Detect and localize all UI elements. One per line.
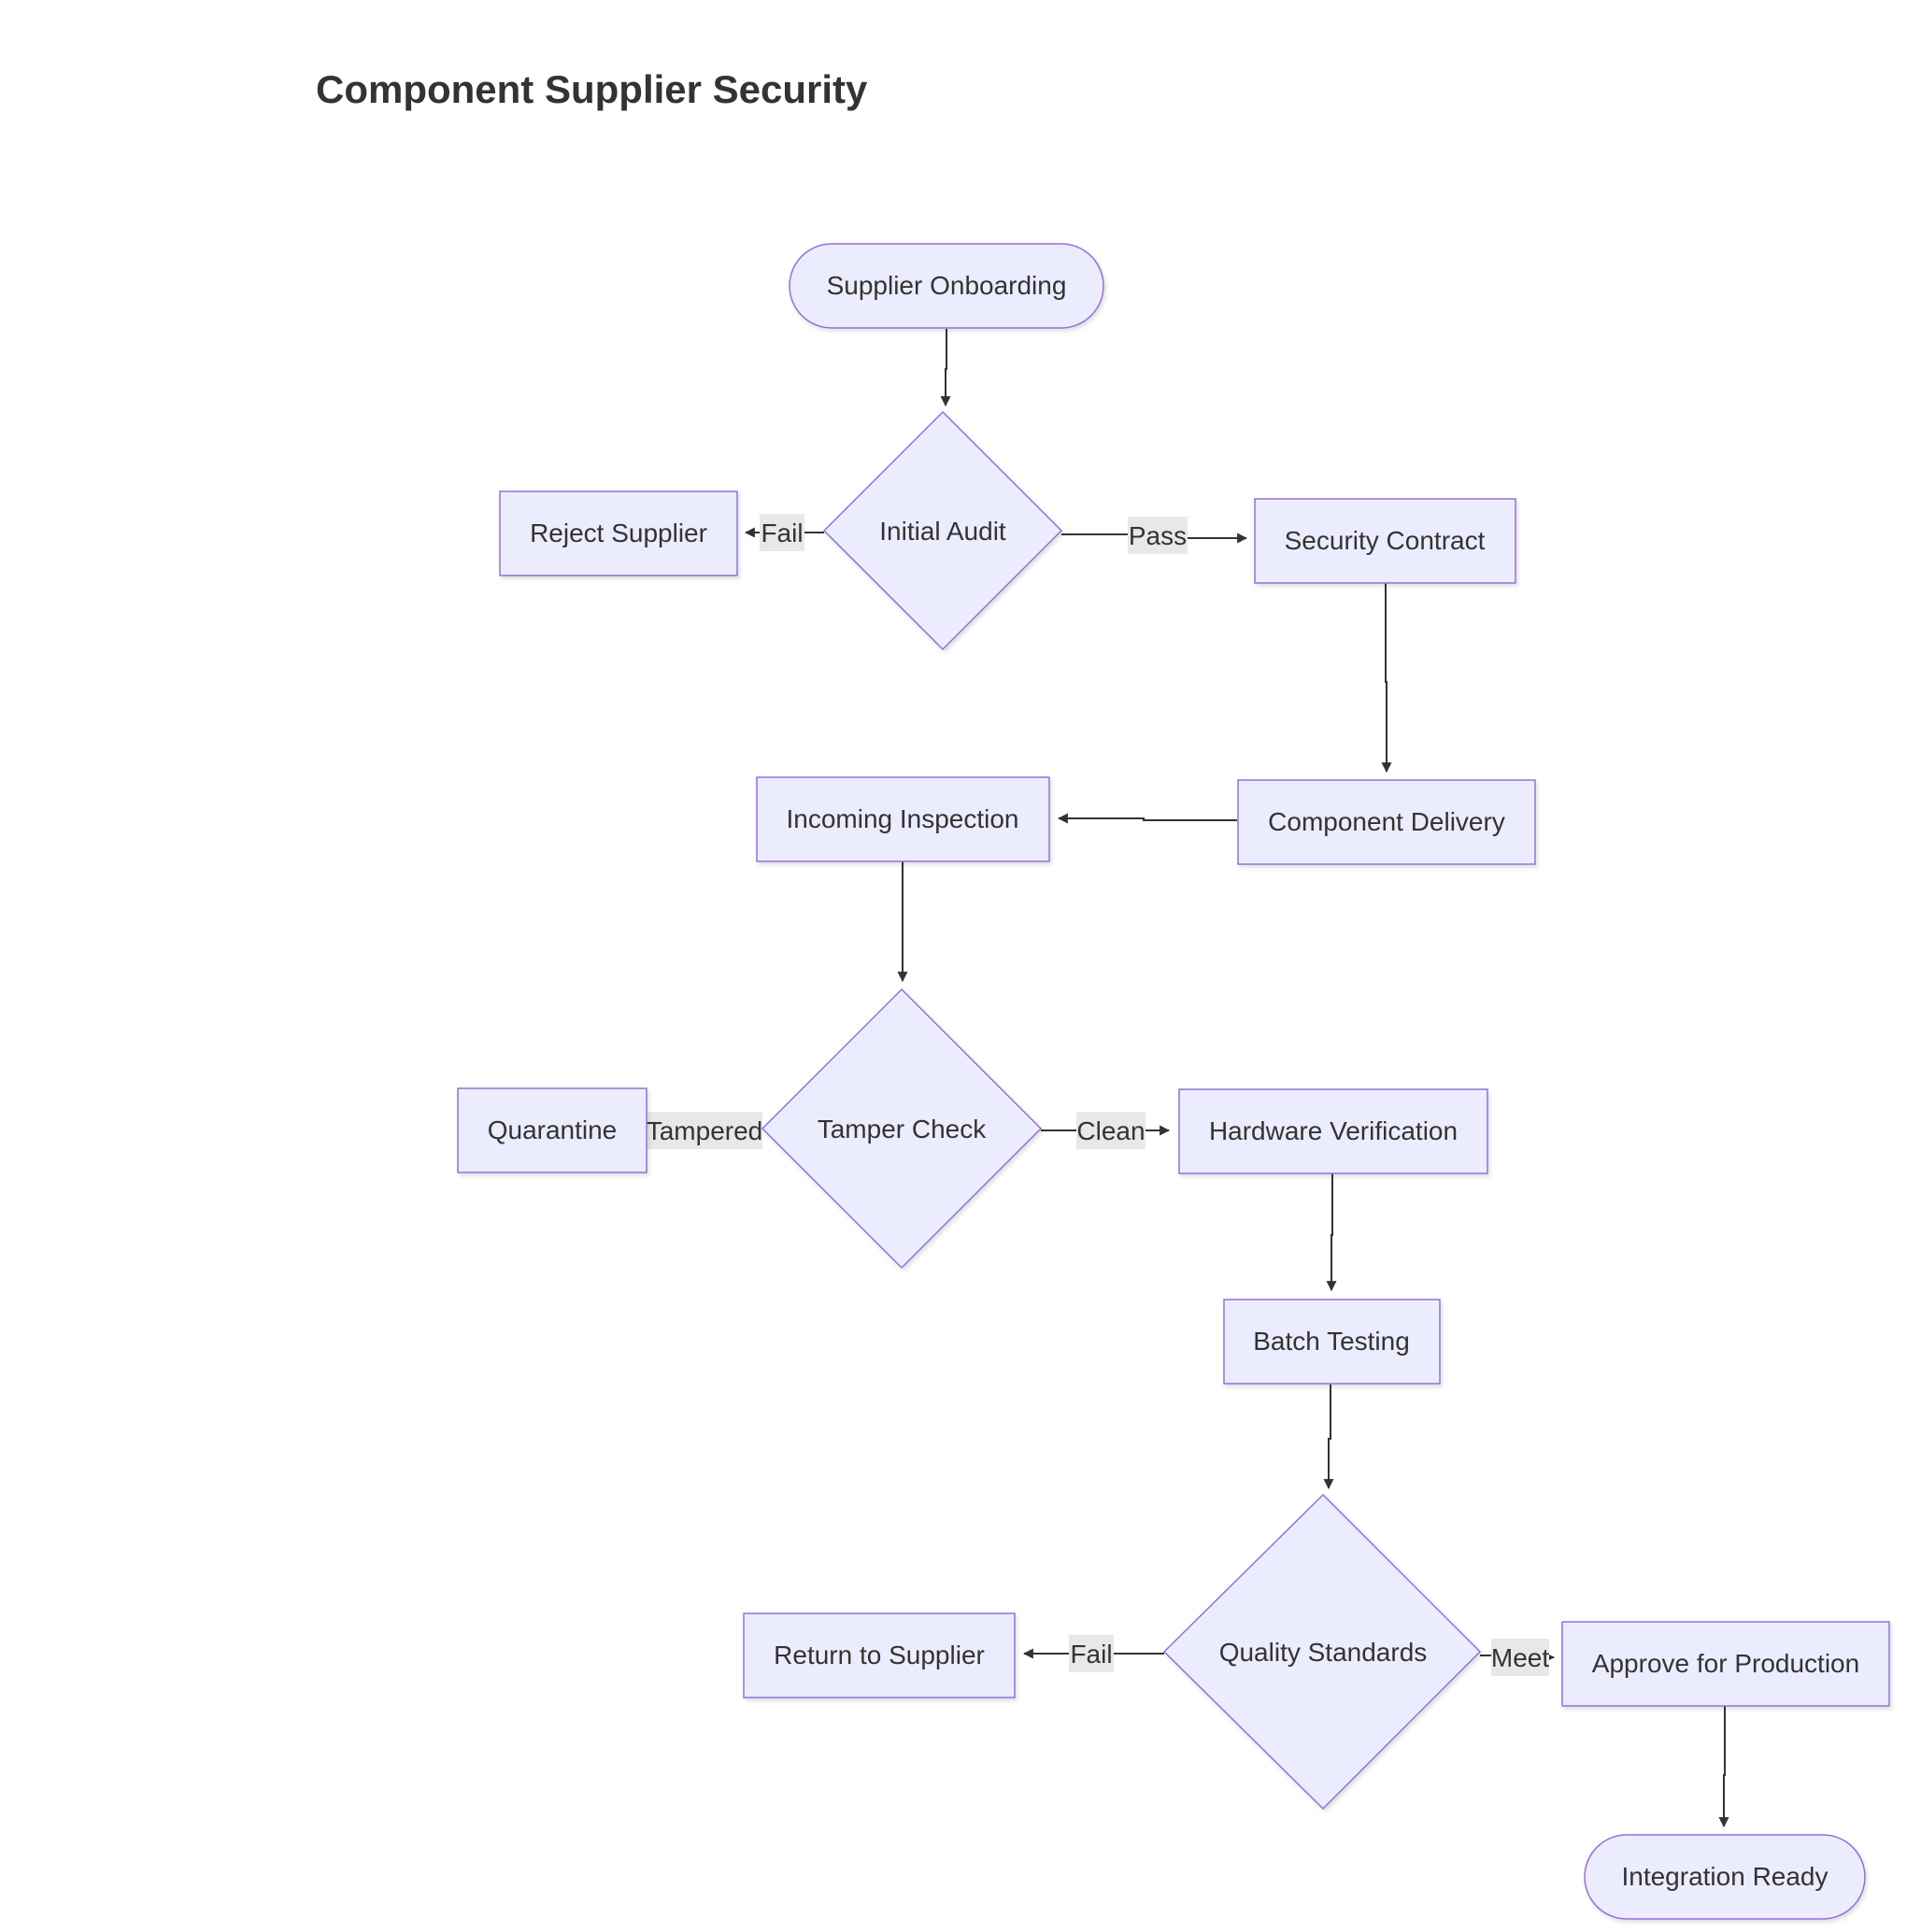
node-shape-quarantine xyxy=(457,1087,647,1173)
node-shape-supplier-onboarding xyxy=(789,243,1104,329)
node-shape-integration-ready xyxy=(1584,1834,1866,1920)
node-batch-testing: Batch Testing xyxy=(1223,1299,1441,1385)
nodes: Supplier Onboarding Initial Audit Reject… xyxy=(457,243,1890,1920)
edge-label-quality-fail: Fail xyxy=(1070,1640,1112,1669)
node-label-security-contract: Security Contract xyxy=(1285,526,1486,555)
edge-label-audit-pass: Pass xyxy=(1129,521,1187,550)
node-approve-for-production: Approve for Production xyxy=(1561,1621,1890,1707)
node-component-delivery: Component Delivery xyxy=(1237,779,1536,865)
node-return-to-supplier: Return to Supplier xyxy=(743,1612,1016,1698)
node-hardware-verification: Hardware Verification xyxy=(1178,1088,1488,1174)
edge-delivery-to-inspection xyxy=(1057,813,1237,824)
edge-verification-to-batch xyxy=(1326,1173,1337,1292)
node-incoming-inspection: Incoming Inspection xyxy=(756,776,1050,862)
node-label-quarantine: Quarantine xyxy=(488,1115,618,1144)
node-shape-reject-supplier xyxy=(499,490,738,576)
node-reject-supplier: Reject Supplier xyxy=(499,490,738,576)
edge-label-clean: Clean xyxy=(1076,1116,1145,1145)
edge-label-bg-audit-fail xyxy=(760,514,804,551)
edge-label-bg-quality-fail xyxy=(1069,1635,1114,1672)
node-shape-approve-for-production xyxy=(1561,1621,1890,1707)
edge-label-bg-audit-pass xyxy=(1128,517,1188,554)
edge-label-bg-tampered xyxy=(647,1112,762,1149)
node-label-integration-ready: Integration Ready xyxy=(1621,1862,1828,1891)
node-label-batch-testing: Batch Testing xyxy=(1253,1327,1410,1356)
node-label-component-delivery: Component Delivery xyxy=(1268,807,1505,836)
node-shape-component-delivery xyxy=(1237,779,1536,865)
node-integration-ready: Integration Ready xyxy=(1584,1834,1866,1920)
edge-label-quality-meet: Meet xyxy=(1491,1643,1549,1672)
diagram-title: Component Supplier Security xyxy=(316,67,868,111)
node-quality-standards: Quality Standards xyxy=(1162,1493,1482,1811)
edge-label-tampered: Tampered xyxy=(647,1116,763,1145)
node-shape-initial-audit xyxy=(822,410,1063,651)
node-shape-hardware-verification xyxy=(1178,1088,1488,1174)
edge-approve-to-ready xyxy=(1718,1706,1729,1828)
node-shape-tamper-check xyxy=(761,987,1043,1270)
node-label-incoming-inspection: Incoming Inspection xyxy=(786,804,1018,833)
node-label-quality-standards: Quality Standards xyxy=(1219,1638,1428,1667)
edge-contract-to-delivery xyxy=(1381,583,1392,774)
node-shape-security-contract xyxy=(1254,498,1516,584)
node-security-contract: Security Contract xyxy=(1254,498,1516,584)
edge-batch-to-quality xyxy=(1323,1385,1334,1490)
node-supplier-onboarding: Supplier Onboarding xyxy=(789,243,1104,329)
edge-label-bg-clean xyxy=(1076,1112,1145,1149)
node-label-reject-supplier: Reject Supplier xyxy=(530,519,707,547)
node-label-hardware-verification: Hardware Verification xyxy=(1209,1116,1458,1145)
node-label-supplier-onboarding: Supplier Onboarding xyxy=(827,271,1067,300)
node-shape-batch-testing xyxy=(1223,1299,1441,1385)
node-label-approve-for-production: Approve for Production xyxy=(1592,1649,1859,1678)
edge-label-audit-fail: Fail xyxy=(761,519,803,547)
node-shape-quality-standards xyxy=(1162,1493,1482,1811)
node-initial-audit: Initial Audit xyxy=(822,410,1063,651)
node-label-tamper-check: Tamper Check xyxy=(818,1115,988,1144)
node-label-return-to-supplier: Return to Supplier xyxy=(774,1641,985,1669)
node-tamper-check: Tamper Check xyxy=(761,987,1043,1270)
node-shape-incoming-inspection xyxy=(756,776,1050,862)
node-label-initial-audit: Initial Audit xyxy=(879,517,1006,546)
edges: Fail Pass Tampered Clean Fail xyxy=(647,329,1729,1828)
node-shape-return-to-supplier xyxy=(743,1612,1016,1698)
edge-label-bg-quality-meet xyxy=(1491,1639,1549,1676)
node-quarantine: Quarantine xyxy=(457,1087,647,1173)
